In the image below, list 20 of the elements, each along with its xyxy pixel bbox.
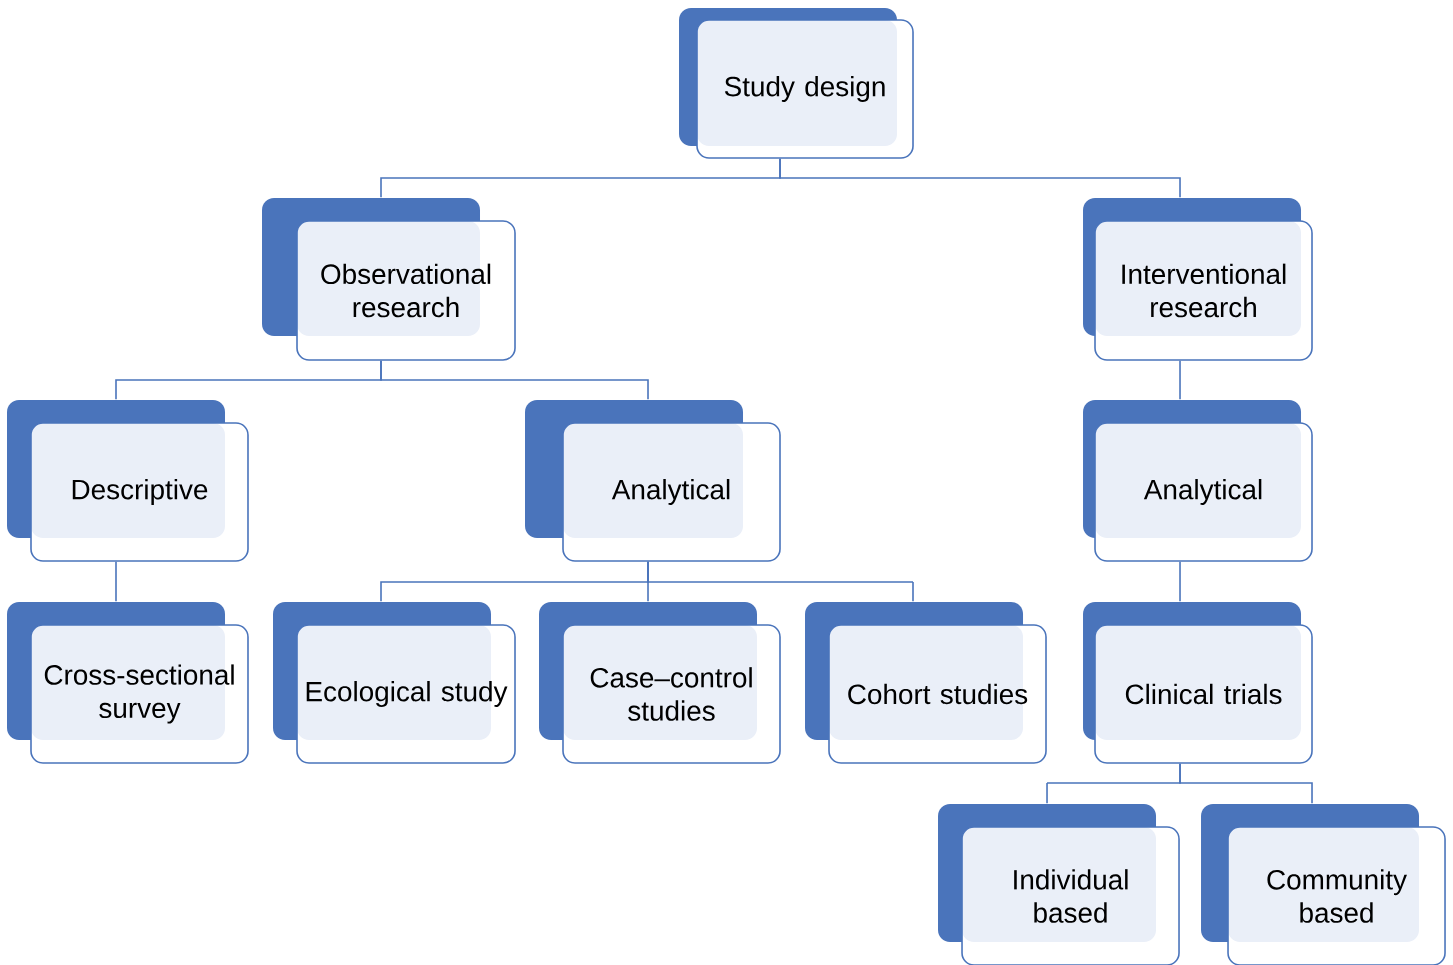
nested-box: Analytical: [525, 400, 781, 562]
nested-box: Individual based: [938, 804, 1180, 965]
nested-box: Community based: [1201, 804, 1446, 965]
nested-box: Study design: [679, 8, 914, 159]
nested-box: Descriptive: [7, 400, 249, 562]
nested-box: Analytical: [1083, 400, 1313, 562]
nested-box: Ecological study: [273, 602, 516, 764]
nested-box: Clinical trials: [1083, 602, 1313, 764]
nested-box: Cross-sectional survey: [7, 602, 249, 764]
connector-line: [1179, 763, 1313, 804]
connector-line: [779, 158, 1181, 198]
connector-line: [380, 360, 649, 400]
nested-box: Case–control studies: [539, 602, 781, 764]
connector-line: [647, 561, 914, 602]
nested-box: Interventional research: [1083, 198, 1313, 361]
connector-line: [1179, 360, 1181, 400]
connector-line: [1179, 561, 1181, 602]
nested-box: Cohort studies: [805, 602, 1047, 764]
connector-line: [115, 561, 117, 602]
nested-box: Observational research: [262, 198, 516, 361]
